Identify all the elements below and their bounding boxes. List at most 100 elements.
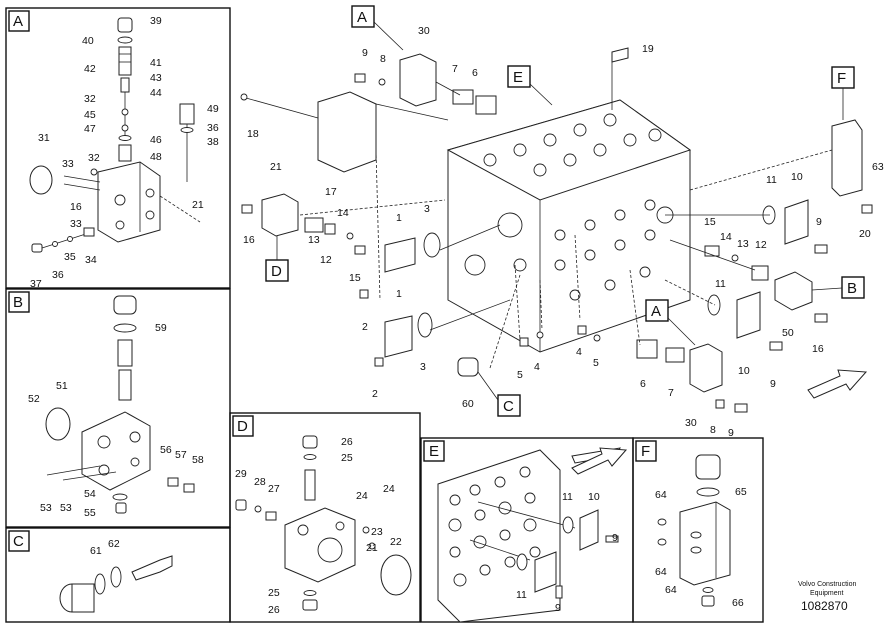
svg-text:39: 39 (150, 15, 162, 27)
svg-text:3: 3 (424, 203, 430, 215)
svg-text:28: 28 (254, 476, 266, 488)
svg-text:15: 15 (349, 272, 361, 284)
svg-text:D: D (237, 418, 248, 435)
svg-text:13: 13 (308, 234, 320, 246)
svg-text:54: 54 (84, 488, 96, 500)
svg-text:11: 11 (715, 278, 726, 290)
panel-d-labels: 26 25 29 28 27 24 24 23 21 22 25 26 (235, 436, 402, 616)
panel-f-labels: 64 65 64 64 66 (655, 486, 747, 609)
svg-text:20: 20 (859, 228, 871, 240)
svg-text:26: 26 (268, 604, 280, 616)
panel-f-frame (632, 437, 764, 623)
callout-a-bottom: A (645, 299, 696, 346)
svg-text:29: 29 (235, 468, 247, 480)
svg-text:7: 7 (452, 63, 458, 75)
svg-text:4: 4 (576, 346, 582, 358)
svg-text:1: 1 (396, 288, 402, 300)
svg-text:12: 12 (320, 254, 332, 266)
svg-text:43: 43 (150, 72, 162, 84)
svg-text:Volvo Construction: Volvo Construction (798, 581, 856, 588)
svg-text:30: 30 (418, 25, 430, 37)
svg-text:56: 56 (160, 444, 172, 456)
svg-text:51: 51 (56, 380, 68, 392)
svg-text:10: 10 (588, 491, 600, 503)
svg-text:6: 6 (640, 378, 646, 390)
svg-text:13: 13 (737, 238, 749, 250)
svg-text:63: 63 (872, 161, 884, 173)
svg-text:2: 2 (372, 388, 378, 400)
panel-c-drawing (59, 555, 173, 613)
panel-b-drawing (45, 295, 195, 514)
callout-e: E (507, 65, 553, 106)
svg-text:A: A (13, 13, 23, 30)
callout-f: F (831, 66, 855, 120)
svg-text:60: 60 (462, 398, 474, 410)
svg-text:21: 21 (192, 199, 204, 211)
svg-text:3: 3 (420, 361, 426, 373)
panel-a-tag: A (8, 10, 30, 32)
svg-text:17: 17 (325, 186, 337, 198)
svg-text:9: 9 (555, 602, 561, 614)
callout-b: B (811, 276, 865, 299)
main-valve-body (446, 99, 692, 353)
svg-text:A: A (357, 9, 367, 26)
svg-text:25: 25 (268, 587, 280, 599)
direction-arrow-icon (807, 369, 868, 399)
svg-text:16: 16 (70, 201, 82, 213)
svg-text:27: 27 (268, 483, 280, 495)
svg-text:8: 8 (710, 424, 716, 436)
svg-text:12: 12 (755, 239, 767, 251)
panel-e-drawing (437, 447, 621, 623)
svg-text:32: 32 (88, 152, 100, 164)
svg-text:16: 16 (812, 343, 824, 355)
svg-text:62: 62 (108, 538, 120, 550)
svg-text:E: E (513, 69, 523, 86)
svg-text:64: 64 (655, 566, 667, 578)
svg-text:1082870: 1082870 (801, 599, 848, 613)
svg-text:1: 1 (396, 212, 402, 224)
svg-text:42: 42 (84, 63, 96, 75)
svg-text:64: 64 (665, 584, 677, 596)
panel-a-frame (5, 7, 231, 289)
svg-text:46: 46 (150, 134, 162, 146)
svg-text:21: 21 (366, 542, 378, 554)
svg-text:9: 9 (612, 532, 618, 544)
svg-text:36: 36 (52, 269, 64, 281)
svg-text:7: 7 (668, 387, 674, 399)
svg-text:25: 25 (341, 452, 353, 464)
svg-text:33: 33 (62, 158, 74, 170)
svg-text:48: 48 (150, 151, 162, 163)
callout-a-top: A (351, 5, 404, 51)
svg-text:14: 14 (720, 231, 732, 243)
svg-text:58: 58 (192, 454, 204, 466)
svg-text:24: 24 (356, 490, 368, 502)
svg-text:9: 9 (770, 378, 776, 390)
svg-text:8: 8 (380, 53, 386, 65)
svg-text:11: 11 (516, 589, 527, 601)
svg-text:B: B (13, 294, 23, 311)
direction-arrow-e-icon (571, 447, 628, 475)
svg-text:57: 57 (175, 449, 187, 461)
svg-text:33: 33 (70, 218, 82, 230)
svg-text:59: 59 (155, 322, 167, 334)
callout-d: D (265, 236, 289, 282)
panel-c-labels: 61 62 (90, 538, 120, 557)
svg-text:44: 44 (150, 87, 162, 99)
svg-text:14: 14 (337, 207, 349, 219)
svg-text:19: 19 (642, 43, 654, 55)
svg-text:23: 23 (371, 526, 383, 538)
panel-d-tag: D (232, 415, 254, 437)
svg-text:40: 40 (82, 35, 94, 47)
svg-text:5: 5 (517, 369, 523, 381)
panel-a-drawing (29, 17, 201, 253)
panel-b-tag: B (8, 291, 30, 313)
svg-text:61: 61 (90, 545, 102, 557)
svg-text:D: D (271, 263, 282, 280)
panel-e-tag: E (423, 440, 445, 462)
svg-text:22: 22 (390, 536, 402, 548)
svg-text:18: 18 (247, 128, 259, 140)
svg-text:52: 52 (28, 393, 40, 405)
svg-text:9: 9 (728, 427, 734, 439)
panel-c-tag: C (8, 530, 30, 552)
